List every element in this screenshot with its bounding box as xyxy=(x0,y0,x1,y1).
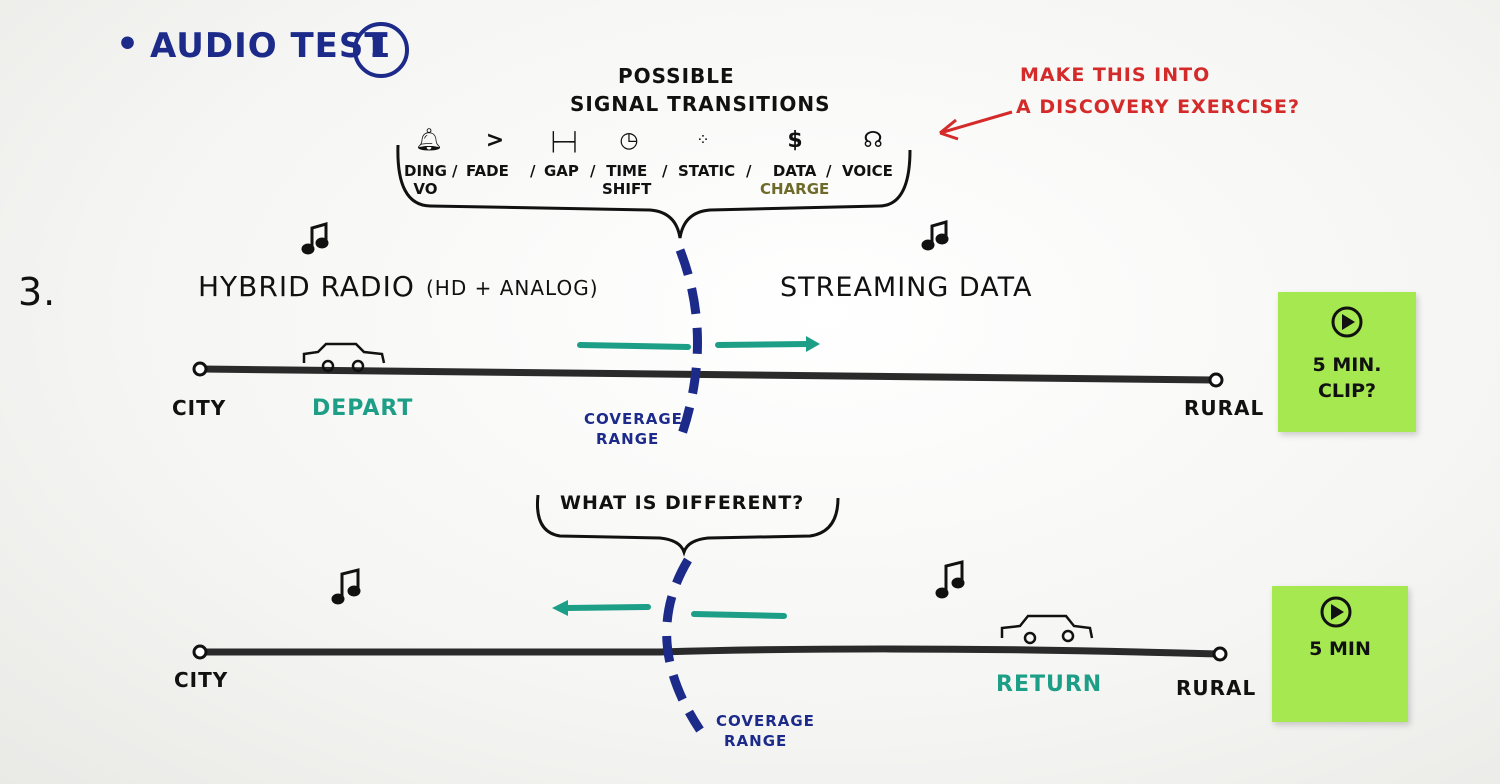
road1-end-label: RURAL xyxy=(1184,396,1265,420)
arrowhead-right-icon xyxy=(806,336,820,352)
question-text: WHAT IS DIFFERENT? xyxy=(560,492,805,514)
music-note-icon xyxy=(301,222,329,255)
sticky-note-2: 5 MIN xyxy=(1272,586,1408,722)
separator: / xyxy=(452,162,458,180)
page-title: AUDIO TEST xyxy=(150,26,389,66)
car-icon xyxy=(302,342,386,373)
number-circle xyxy=(353,22,409,78)
road1-coverage-line2: RANGE xyxy=(596,430,660,448)
red-arrow-head xyxy=(939,118,959,141)
direction-arrow-left xyxy=(563,604,651,611)
bell-icon: 🔔︎ xyxy=(415,128,443,153)
fade-icon: > xyxy=(485,128,505,153)
transition-voice: VOICE xyxy=(842,162,893,180)
dollar-icon: $ xyxy=(787,128,803,153)
voice-icon: ☊ xyxy=(863,128,883,153)
separator: / xyxy=(530,162,536,180)
coverage-range-2 xyxy=(662,557,704,733)
transitions-heading-line1: POSSIBLE xyxy=(618,64,735,88)
car-icon xyxy=(1000,614,1094,645)
annotation-line2: A DISCOVERY EXERCISE? xyxy=(1016,96,1301,118)
play-icon xyxy=(1320,596,1352,628)
sticky-note-1: 5 MIN. CLIP? xyxy=(1278,292,1416,432)
play-icon xyxy=(1331,306,1363,338)
annotation-line1: MAKE THIS INTO xyxy=(1020,64,1211,86)
separator: / xyxy=(826,162,832,180)
separator: / xyxy=(590,162,596,180)
bullet: • xyxy=(116,24,141,65)
road-line-1 xyxy=(198,365,1218,384)
scenario-number: 3. xyxy=(18,270,57,314)
transitions-heading-line2: SIGNAL TRANSITIONS xyxy=(570,92,831,116)
arrowhead-left-icon xyxy=(552,600,568,616)
transitions-brace xyxy=(396,144,912,239)
music-note-icon xyxy=(935,560,965,599)
music-note-icon xyxy=(331,568,361,605)
clock-icon: ◷ xyxy=(619,128,639,153)
transition-static: STATIC xyxy=(678,162,736,180)
direction-arrow-right xyxy=(577,342,691,350)
road2-coverage-line2: RANGE xyxy=(724,732,788,750)
transition-gap: GAP xyxy=(544,162,579,180)
note-1-text: 5 MIN. CLIP? xyxy=(1312,354,1382,402)
road-endpoint-rural xyxy=(1208,372,1224,388)
red-arrow xyxy=(939,110,1013,135)
right-label: STREAMING DATA xyxy=(780,272,1033,303)
separator: / xyxy=(662,162,668,180)
road2-end-label: RURAL xyxy=(1176,676,1257,700)
left-label: HYBRID RADIO xyxy=(198,270,415,303)
music-note-icon xyxy=(921,220,949,251)
title-number: 1 xyxy=(369,30,391,65)
road1-coverage-line1: COVERAGE xyxy=(584,410,683,428)
road2-start-label: CITY xyxy=(174,668,229,692)
road2-coverage-line1: COVERAGE xyxy=(716,712,815,730)
road-endpoint-rural xyxy=(1212,646,1228,662)
road1-start-label: CITY xyxy=(172,396,227,420)
coverage-range-1 xyxy=(675,248,702,442)
gap-icon: ├─┤ xyxy=(548,132,581,153)
road-endpoint-city xyxy=(192,361,208,377)
road2-car-label: RETURN xyxy=(996,672,1103,697)
question-brace xyxy=(535,494,840,557)
road1-car-label: DEPART xyxy=(312,396,414,421)
road-line-2 xyxy=(198,645,1222,658)
separator: / xyxy=(746,162,752,180)
left-paren: (HD + ANALOG) xyxy=(426,276,599,300)
note-2-text: 5 MIN xyxy=(1309,638,1371,660)
static-icon: ⁘ xyxy=(696,130,710,149)
transition-fade: FADE xyxy=(466,162,509,180)
road-endpoint-city xyxy=(192,644,208,660)
